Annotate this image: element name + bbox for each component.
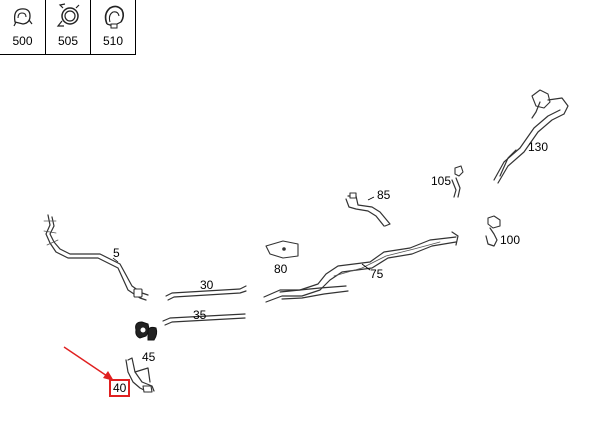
plate-80[interactable]: [265, 240, 299, 259]
legend-cell-510[interactable]: 510: [90, 0, 135, 54]
callout-85[interactable]: 85: [377, 188, 391, 202]
callout-100[interactable]: 100: [500, 233, 521, 247]
callout-45[interactable]: 45: [142, 350, 156, 364]
pipe-5[interactable]: [43, 214, 149, 301]
legend-label-510: 510: [102, 34, 124, 48]
callout-30[interactable]: 30: [200, 278, 214, 292]
bracket-clamp-icon: [104, 5, 125, 29]
leader-75: [361, 263, 371, 271]
callout-5[interactable]: 5: [113, 246, 120, 260]
legend-label-505: 505: [57, 34, 79, 48]
callout-130[interactable]: 130: [528, 140, 549, 154]
callout-35[interactable]: 35: [193, 308, 207, 322]
callout-80[interactable]: 80: [274, 262, 288, 276]
legend-cell-505[interactable]: 505: [45, 0, 90, 54]
pipe-130[interactable]: [493, 89, 569, 184]
legend-cell-500[interactable]: 500: [0, 0, 45, 54]
leader-85: [367, 196, 375, 201]
callout-105[interactable]: 105: [431, 174, 452, 188]
pipe-75[interactable]: [263, 231, 459, 303]
bracket-85[interactable]: [345, 192, 391, 227]
clip-icon: [13, 8, 33, 27]
callout-75[interactable]: 75: [370, 267, 384, 281]
hose-clamp-icon: [56, 3, 80, 27]
bracket-40[interactable]: [125, 357, 155, 393]
clip-45[interactable]: [135, 321, 158, 341]
pipe-30[interactable]: [165, 285, 247, 301]
fitting-100[interactable]: [485, 215, 501, 247]
legend-label-500: 500: [12, 34, 33, 48]
fitting-105[interactable]: [451, 165, 464, 198]
highlight-arrow: [63, 346, 114, 381]
leader-5: [112, 257, 119, 263]
pipe-35[interactable]: [162, 313, 246, 326]
callout-40[interactable]: 40: [109, 379, 131, 397]
parts-legend-table: 500 505 510: [0, 0, 136, 55]
